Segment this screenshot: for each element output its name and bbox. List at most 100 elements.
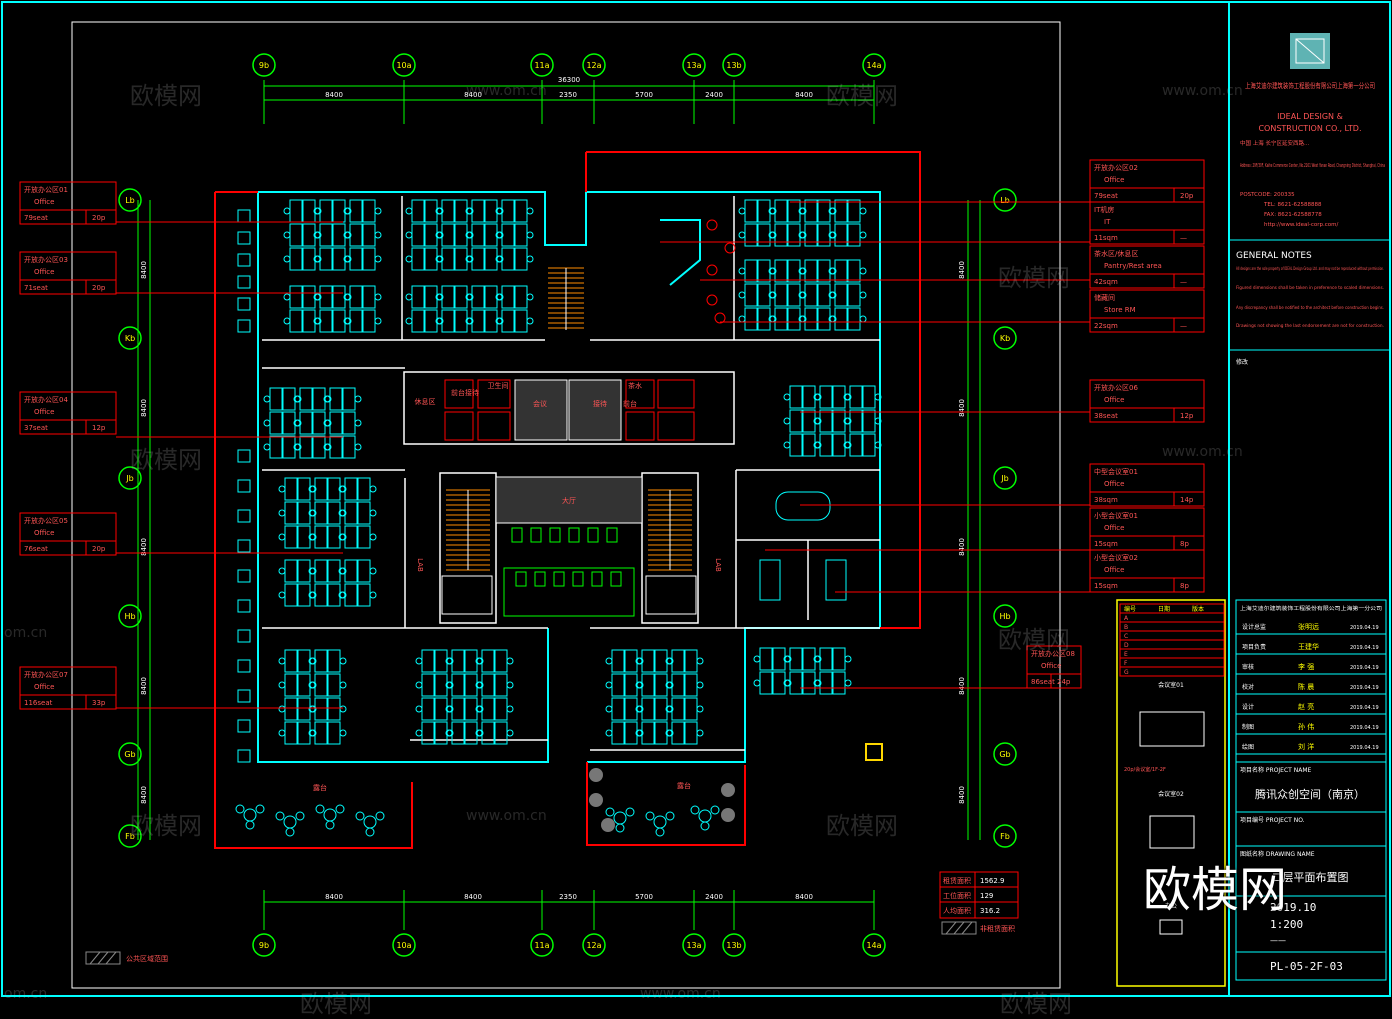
grid-bubble bbox=[993, 326, 1017, 350]
room-code: 14p bbox=[1180, 496, 1194, 504]
chair bbox=[369, 509, 377, 517]
grid-bubble bbox=[530, 53, 554, 77]
chair bbox=[844, 655, 852, 663]
drawing-dash: —— bbox=[1270, 936, 1286, 945]
desk bbox=[421, 697, 435, 721]
desk bbox=[284, 477, 298, 501]
lounge-chair bbox=[235, 804, 245, 814]
desk bbox=[269, 435, 283, 459]
chair bbox=[475, 657, 483, 665]
chair bbox=[783, 655, 791, 663]
room-tag-box bbox=[19, 512, 117, 556]
room-name: 小型会议室01 bbox=[1094, 511, 1138, 520]
grid-bubble bbox=[118, 466, 142, 490]
grid-bubble bbox=[722, 53, 746, 77]
room-name: 中型会议室01 bbox=[1094, 467, 1138, 476]
chair bbox=[293, 395, 301, 403]
room-tag-box bbox=[19, 181, 117, 225]
grid-bubble bbox=[392, 933, 416, 957]
toilet-fixture bbox=[515, 571, 527, 587]
grid-bubble-label: 13a bbox=[686, 61, 701, 70]
project-no-label: 项目编号 PROJECT NO. bbox=[1240, 816, 1305, 824]
chair bbox=[338, 485, 346, 493]
desk bbox=[319, 285, 333, 309]
chair bbox=[445, 681, 453, 689]
desk bbox=[314, 673, 328, 697]
lounge-chair bbox=[690, 805, 700, 815]
desk bbox=[297, 501, 311, 525]
room-seats: 86seat bbox=[1031, 678, 1055, 686]
inset-remark: 20p/会议室/1F-2F bbox=[1124, 766, 1166, 773]
desk bbox=[862, 409, 876, 433]
room-name: 储藏间 bbox=[1094, 293, 1115, 302]
desk bbox=[411, 199, 425, 223]
chair bbox=[526, 207, 534, 215]
room-tag-box bbox=[1089, 201, 1205, 245]
chair bbox=[665, 729, 673, 737]
desk bbox=[297, 559, 311, 583]
room-seats: 11sqm bbox=[1094, 234, 1118, 242]
desk bbox=[454, 223, 468, 247]
room-code: 33p bbox=[92, 699, 106, 707]
desk bbox=[411, 223, 425, 247]
chair bbox=[813, 441, 821, 449]
desk bbox=[434, 673, 448, 697]
grid-bubble bbox=[252, 53, 276, 77]
desk bbox=[297, 673, 311, 697]
toilet-fixture bbox=[549, 527, 561, 543]
grid-bubble-label: 11a bbox=[534, 61, 549, 70]
chair bbox=[405, 293, 413, 301]
desk bbox=[804, 223, 818, 247]
room-tag-box bbox=[1089, 245, 1205, 289]
desk bbox=[299, 411, 313, 435]
desk bbox=[501, 247, 515, 271]
chair bbox=[665, 705, 673, 713]
desk bbox=[787, 223, 801, 247]
desk bbox=[671, 649, 685, 673]
grid-bubble bbox=[993, 824, 1017, 848]
desk bbox=[641, 721, 655, 745]
chair bbox=[465, 293, 473, 301]
chair bbox=[843, 417, 851, 425]
dim-right-3: 8400 bbox=[958, 538, 966, 556]
dim-top-2: 8400 bbox=[464, 91, 482, 99]
chair bbox=[278, 509, 286, 517]
grid-bubble-label: 12a bbox=[586, 941, 601, 950]
grid-bubble-label: Kb bbox=[1000, 334, 1010, 343]
desk bbox=[302, 223, 316, 247]
core-label-2: 卫生间 bbox=[488, 381, 509, 390]
chair bbox=[374, 255, 382, 263]
chair bbox=[283, 293, 291, 301]
chair bbox=[278, 533, 286, 541]
core-room bbox=[657, 379, 695, 409]
dimension-text-left: 8400 8400 8400 8400 8400 bbox=[140, 261, 148, 804]
desk bbox=[297, 697, 311, 721]
signoff-name: 陈 晨 bbox=[1298, 682, 1314, 691]
legend-label-right: 非租赁面积 bbox=[980, 924, 1015, 933]
room-type: Pantry/Rest area bbox=[1104, 262, 1162, 270]
desk bbox=[327, 697, 341, 721]
signoff-company: 上海艾迪尔建筑装饰工程股份有限公司上海第一分公司 bbox=[1240, 605, 1382, 612]
chair bbox=[278, 485, 286, 493]
mini-table-cell: A bbox=[1124, 615, 1129, 622]
chair bbox=[495, 293, 503, 301]
chair bbox=[343, 293, 351, 301]
desk bbox=[744, 283, 758, 307]
desk bbox=[441, 247, 455, 271]
facade-chair bbox=[237, 629, 251, 643]
chair bbox=[665, 657, 673, 665]
revisions-label: 修改 bbox=[1236, 358, 1248, 366]
dim-bottom-4: 5700 bbox=[635, 893, 653, 901]
chair bbox=[354, 395, 362, 403]
chair bbox=[374, 207, 382, 215]
room-name: 开放办公区08 bbox=[1031, 649, 1075, 658]
chair bbox=[308, 705, 316, 713]
chair bbox=[278, 657, 286, 665]
area-value-3: 316.2 bbox=[980, 907, 1000, 915]
desk bbox=[357, 525, 371, 549]
room-name: 开放办公区05 bbox=[24, 516, 68, 525]
chair bbox=[278, 729, 286, 737]
desk bbox=[501, 285, 515, 309]
